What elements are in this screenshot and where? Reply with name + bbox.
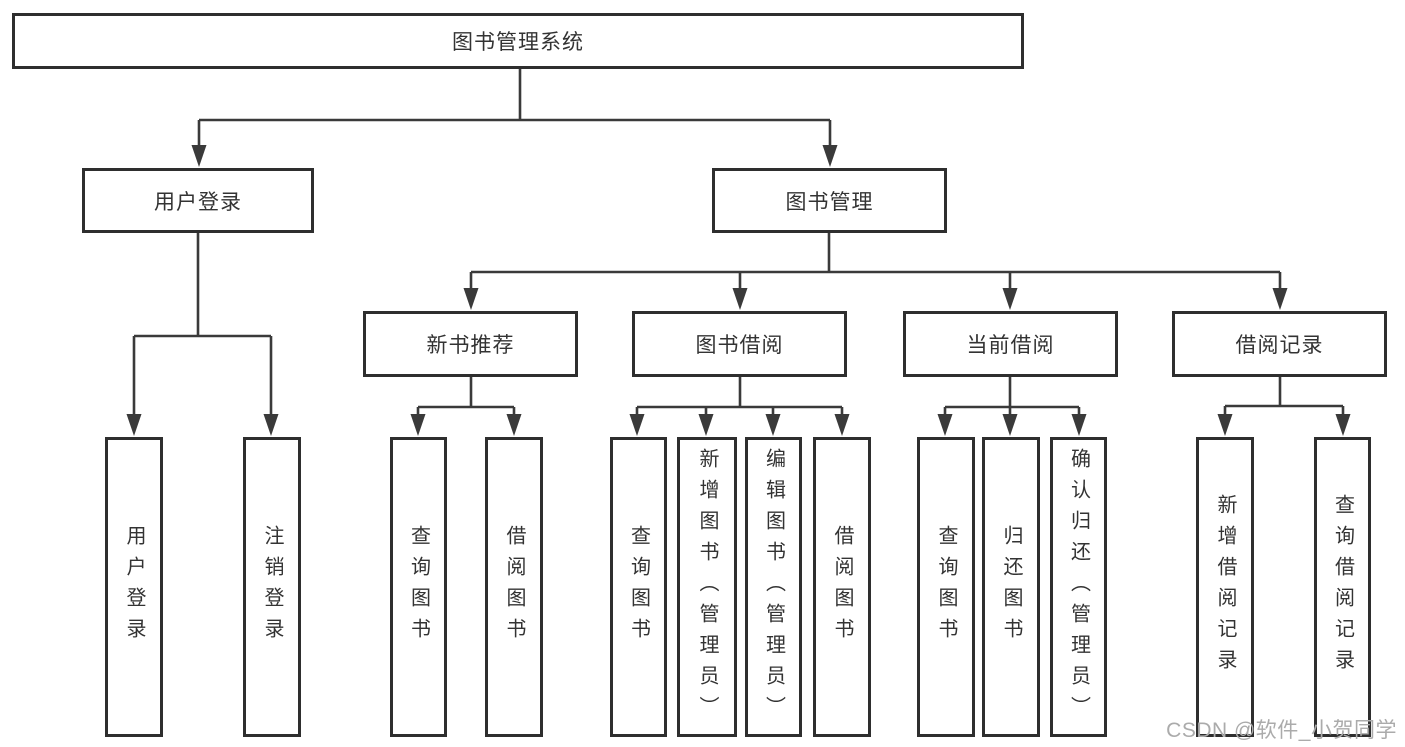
node-borrowing-records: 借阅记录 [1172, 311, 1387, 377]
connector-lines [132, 69, 1345, 418]
leaf-add-books-admin: 新增图书（管理员） [677, 437, 737, 737]
leaf-query-books-current: 查询图书 [917, 437, 975, 737]
leaf-borrow-books: 借阅图书 [813, 437, 871, 737]
leaf-confirm-return-admin: 确认归还（管理员） [1050, 437, 1107, 737]
leaf-user-login: 用户登录 [105, 437, 163, 737]
watermark: CSDN @软件_小贺同学 [1166, 719, 1397, 742]
node-label: 新增图书（管理员） [696, 447, 718, 727]
node-label: 用户登录 [154, 190, 242, 214]
node-label: 图书管理 [785, 190, 874, 214]
node-label: 编辑图书（管理员） [762, 447, 785, 727]
node-label: 图书借阅 [695, 334, 784, 357]
node-label: 新增借阅记录 [1214, 494, 1236, 680]
node-book-management: 图书管理 [712, 168, 947, 233]
node-label: 当前借阅 [966, 334, 1055, 357]
node-new-book-recommend: 新书推荐 [363, 311, 578, 377]
node-label: 借阅记录 [1235, 334, 1324, 357]
leaf-return-books: 归还图书 [982, 437, 1040, 737]
node-user-login: 用户登录 [82, 168, 314, 233]
node-label: 用户登录 [123, 525, 145, 649]
node-library-system: 图书管理系统 [12, 13, 1024, 69]
node-label: 注销登录 [261, 525, 283, 649]
connector-arrowheads [126, 145, 1351, 436]
leaf-borrow-books-recommend: 借阅图书 [485, 437, 543, 737]
node-label: 查询图书 [627, 525, 650, 649]
leaf-query-books-recommend: 查询图书 [390, 437, 447, 737]
node-label: 借阅图书 [503, 525, 525, 649]
node-label: 查询图书 [407, 525, 430, 649]
node-label: 查询图书 [935, 525, 957, 649]
leaf-query-books-borrow: 查询图书 [610, 437, 667, 737]
node-current-borrowing: 当前借阅 [903, 311, 1118, 377]
node-label: 图书管理系统 [452, 31, 584, 54]
node-label: 新书推荐 [426, 334, 515, 357]
node-label: 归还图书 [1000, 525, 1022, 649]
leaf-edit-books-admin: 编辑图书（管理员） [745, 437, 802, 737]
node-label: 确认归还（管理员） [1067, 447, 1090, 727]
node-book-borrowing: 图书借阅 [632, 311, 847, 377]
leaf-query-borrow-record: 查询借阅记录 [1314, 437, 1371, 737]
node-label: 查询借阅记录 [1331, 494, 1354, 680]
node-label: 借阅图书 [831, 525, 853, 649]
leaf-logout: 注销登录 [243, 437, 301, 737]
leaf-add-borrow-record: 新增借阅记录 [1196, 437, 1254, 737]
